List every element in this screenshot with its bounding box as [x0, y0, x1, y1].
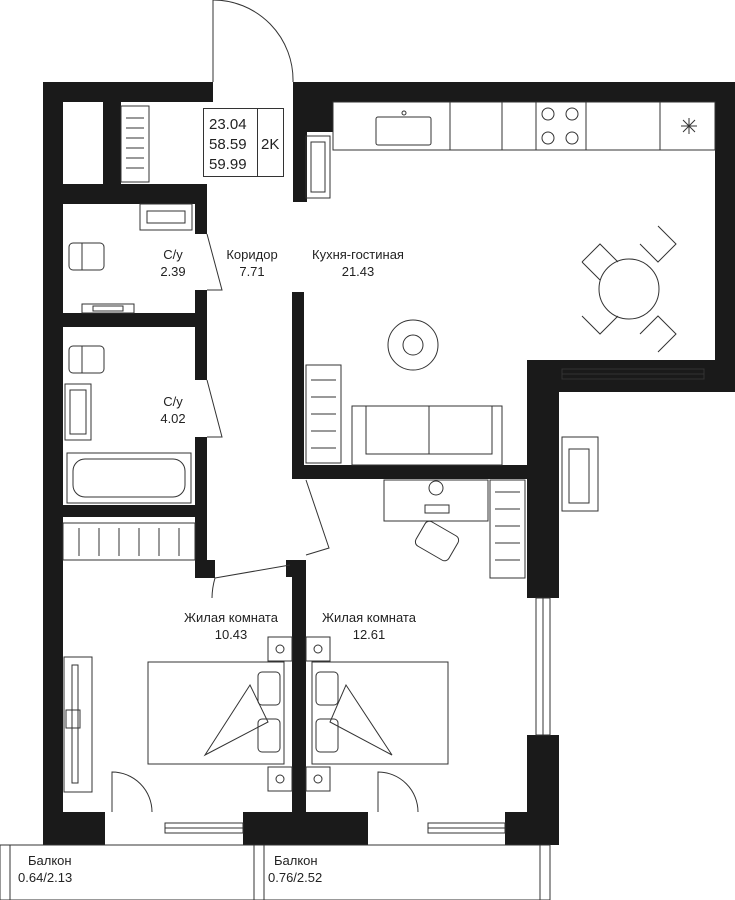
balcony-label-1: Балкон 0.64/2.13: [18, 852, 72, 886]
walls: [43, 82, 735, 845]
room-name: С/у: [163, 394, 183, 409]
room-name: Кухня-гостиная: [312, 247, 404, 262]
dining-table: [581, 225, 677, 353]
wardrobes: [62, 105, 526, 579]
room-area: 4.02: [160, 411, 186, 426]
living-area: 23.04: [209, 116, 247, 133]
room-label-bathroom-1: С/у 2.39: [148, 246, 198, 280]
windows: [164, 368, 705, 834]
room-label-kitchen-living: Кухня-гостиная 21.43: [303, 246, 413, 280]
room-label-bedroom-2: Жилая комната 12.61: [310, 609, 428, 643]
room-area: 10.43: [214, 627, 248, 642]
apartment-type: 2K: [261, 136, 280, 153]
area-values: 23.04 58.59 59.99: [209, 115, 247, 175]
area-summary: 23.04 58.59 59.99 2K: [203, 108, 284, 177]
bedroom-furniture: [63, 636, 449, 793]
entrance-door: [212, 0, 294, 83]
living-furniture: [351, 319, 503, 562]
balconies: [0, 844, 551, 900]
room-name: Жилая комната: [184, 610, 278, 625]
summary-divider: [257, 109, 258, 176]
room-name: С/у: [163, 247, 183, 262]
hangers: [78, 117, 520, 561]
room-area: 12.61: [352, 627, 386, 642]
bathroom-fixtures: [64, 203, 193, 504]
kitchen-counter: [305, 101, 716, 199]
doors: [111, 233, 419, 813]
balcony-label-2: Балкон 0.76/2.52: [268, 852, 322, 886]
balcony-area: 0.64/2.13: [18, 870, 73, 885]
room-name: Жилая комната: [322, 610, 416, 625]
room-area: 2.39: [160, 264, 186, 279]
room-area: 21.43: [341, 264, 375, 279]
room-name: Коридор: [226, 247, 278, 262]
balcony-area: 0.76/2.52: [268, 870, 323, 885]
room-label-bedroom-1: Жилая комната 10.43: [172, 609, 290, 643]
total-area: 58.59: [209, 136, 247, 153]
balcony-name: Балкон: [274, 853, 318, 868]
balcony-name: Балкон: [28, 853, 72, 868]
room-label-corridor: Коридор 7.71: [220, 246, 284, 280]
total-area-with-balcony: 59.99: [209, 156, 247, 173]
room-label-bathroom-2: С/у 4.02: [148, 393, 198, 427]
room-area: 7.71: [239, 264, 265, 279]
